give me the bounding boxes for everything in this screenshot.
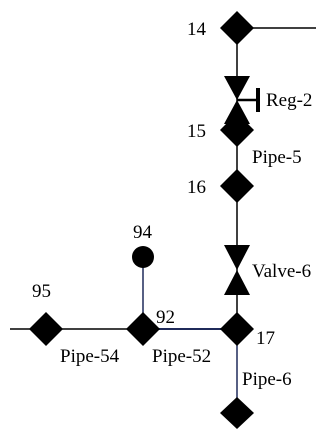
link-label-pipe-52: Pipe-52	[152, 346, 211, 367]
node-label-94: 94	[133, 222, 153, 243]
regulator-reg-2	[224, 76, 260, 124]
node-label-15: 15	[187, 121, 206, 142]
valve-6	[224, 245, 250, 295]
node-label-92: 92	[156, 307, 175, 328]
node-94[interactable]	[132, 246, 154, 268]
node-label-17: 17	[256, 328, 275, 349]
link-label-pipe-6: Pipe-6	[242, 369, 292, 390]
node-95[interactable]	[29, 312, 63, 346]
link-label-reg-2: Reg-2	[266, 90, 312, 111]
node-label-16: 16	[187, 177, 206, 198]
link-label-pipe-5: Pipe-5	[252, 147, 302, 168]
link-label-valve-6: Valve-6	[252, 261, 311, 282]
node-17[interactable]	[220, 312, 254, 346]
node-16[interactable]	[220, 169, 254, 203]
node-label-95: 95	[32, 281, 51, 302]
node-outlet[interactable]	[220, 397, 254, 429]
link-label-pipe-54: Pipe-54	[60, 346, 120, 367]
node-15[interactable]	[220, 113, 254, 147]
node-92[interactable]	[126, 312, 160, 346]
node-label-14: 14	[187, 19, 207, 40]
node-14[interactable]	[220, 11, 254, 45]
